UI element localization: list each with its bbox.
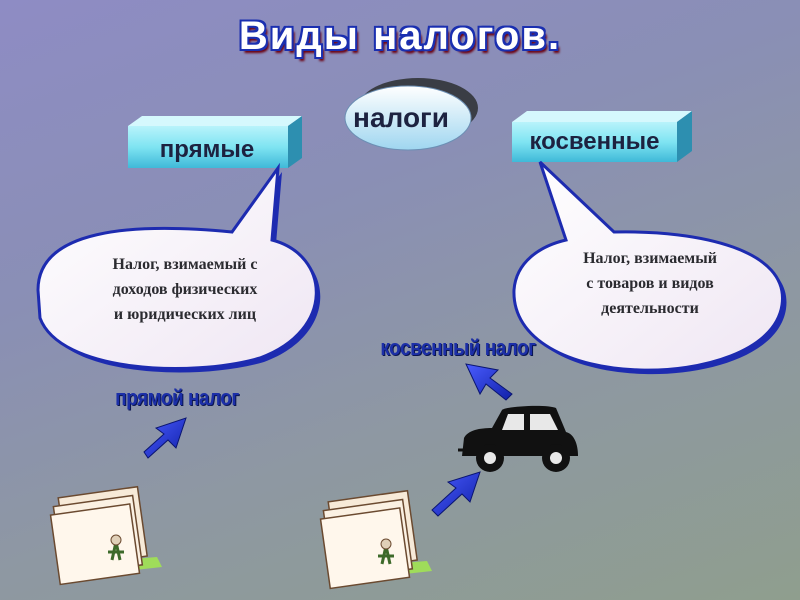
definition-line: Налог, взимаемый	[583, 250, 717, 267]
left-box	[128, 116, 302, 168]
direct-tax-definition: Налог, взимаемый с доходов физических и …	[60, 252, 310, 327]
center-label: налоги	[353, 102, 449, 133]
money-paper-icon	[319, 489, 432, 590]
left-callout-bubble	[36, 162, 321, 373]
slide-title: Виды налогов.	[238, 14, 562, 58]
arrow-indirect-bottom	[431, 471, 481, 517]
money-paper-icon	[49, 485, 162, 586]
indirect-taxes-label: косвенные	[529, 128, 660, 155]
right-callout-bubble	[512, 160, 787, 375]
center-oval	[344, 78, 478, 151]
arrow-direct	[143, 417, 187, 459]
arrow-indirect-top	[465, 363, 513, 401]
definition-line: и юридических лиц	[113, 306, 257, 323]
indirect-tax-definition: Налог, взимаемый с товаров и видов деяте…	[530, 246, 770, 321]
direct-taxes-label: прямые	[159, 136, 255, 163]
definition-line: Налог, взимаемый с	[112, 256, 258, 273]
car-icon	[458, 405, 578, 472]
right-box	[512, 111, 692, 162]
direct-tax-wordart: прямой налог	[115, 386, 239, 411]
definition-line: с товаров и видов	[586, 275, 714, 292]
indirect-tax-wordart: косвенный налог	[380, 336, 536, 361]
definition-line: доходов физических	[112, 281, 258, 298]
definition-line: деятельности	[601, 300, 699, 317]
